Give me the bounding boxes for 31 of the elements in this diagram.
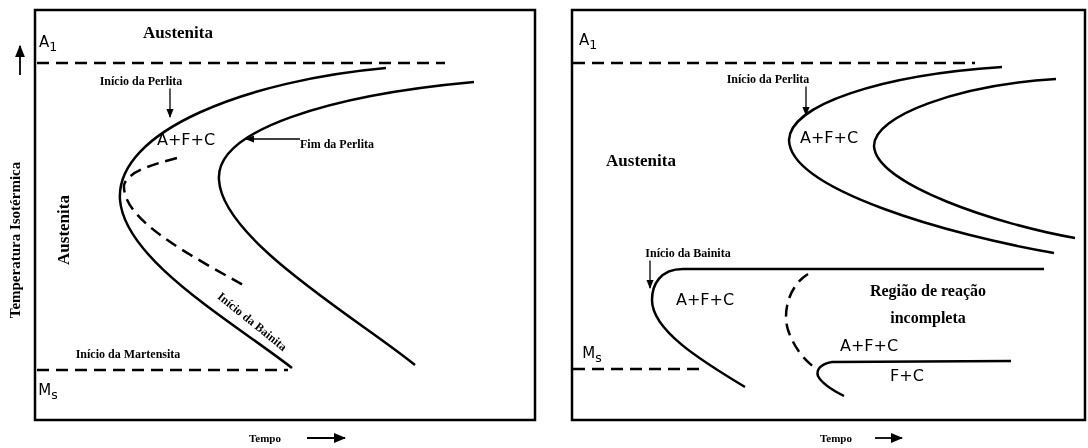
dashed-line	[573, 61, 975, 65]
curve-label: Fim da Perlita	[300, 138, 374, 152]
leader-line	[802, 85, 810, 116]
phase-label: A+F+C	[799, 129, 859, 147]
phase-label: Austenita	[54, 195, 74, 265]
dashed-line	[37, 368, 288, 372]
line-label: Início da Martensita	[75, 348, 181, 362]
leader-line	[166, 87, 174, 118]
line-label: A$_{1}$	[578, 32, 598, 52]
transformation-curve	[217, 80, 475, 366]
transformation-curve	[650, 267, 1044, 389]
line-label: M$_{s}$	[582, 345, 602, 365]
leader-line	[245, 135, 301, 143]
phase-label: A+F+C	[839, 337, 899, 355]
region-label: Região de reação incompleta	[868, 280, 988, 329]
phase-label: Austenita	[143, 23, 213, 43]
curve-label: Início da Bainita	[645, 247, 731, 261]
dashed-line	[37, 61, 445, 65]
line-label: A$_{1}$	[38, 34, 58, 54]
curve-label: Início da Perlita	[726, 73, 810, 87]
axis-title: Tempo	[249, 431, 281, 445]
leader-line	[646, 259, 654, 289]
line-label: M$_{s}$	[38, 382, 58, 402]
axis-title: Temperatura Isotérmica	[6, 161, 24, 319]
axis-title: Tempo	[820, 431, 852, 445]
phase-label: F+C	[890, 367, 924, 385]
phase-label: A+F+C	[156, 131, 216, 149]
phase-label: Austenita	[606, 151, 676, 171]
dashed-line	[573, 367, 700, 371]
curve-label: Início da Perlita	[99, 75, 183, 89]
phase-label: A+F+C	[675, 291, 735, 309]
